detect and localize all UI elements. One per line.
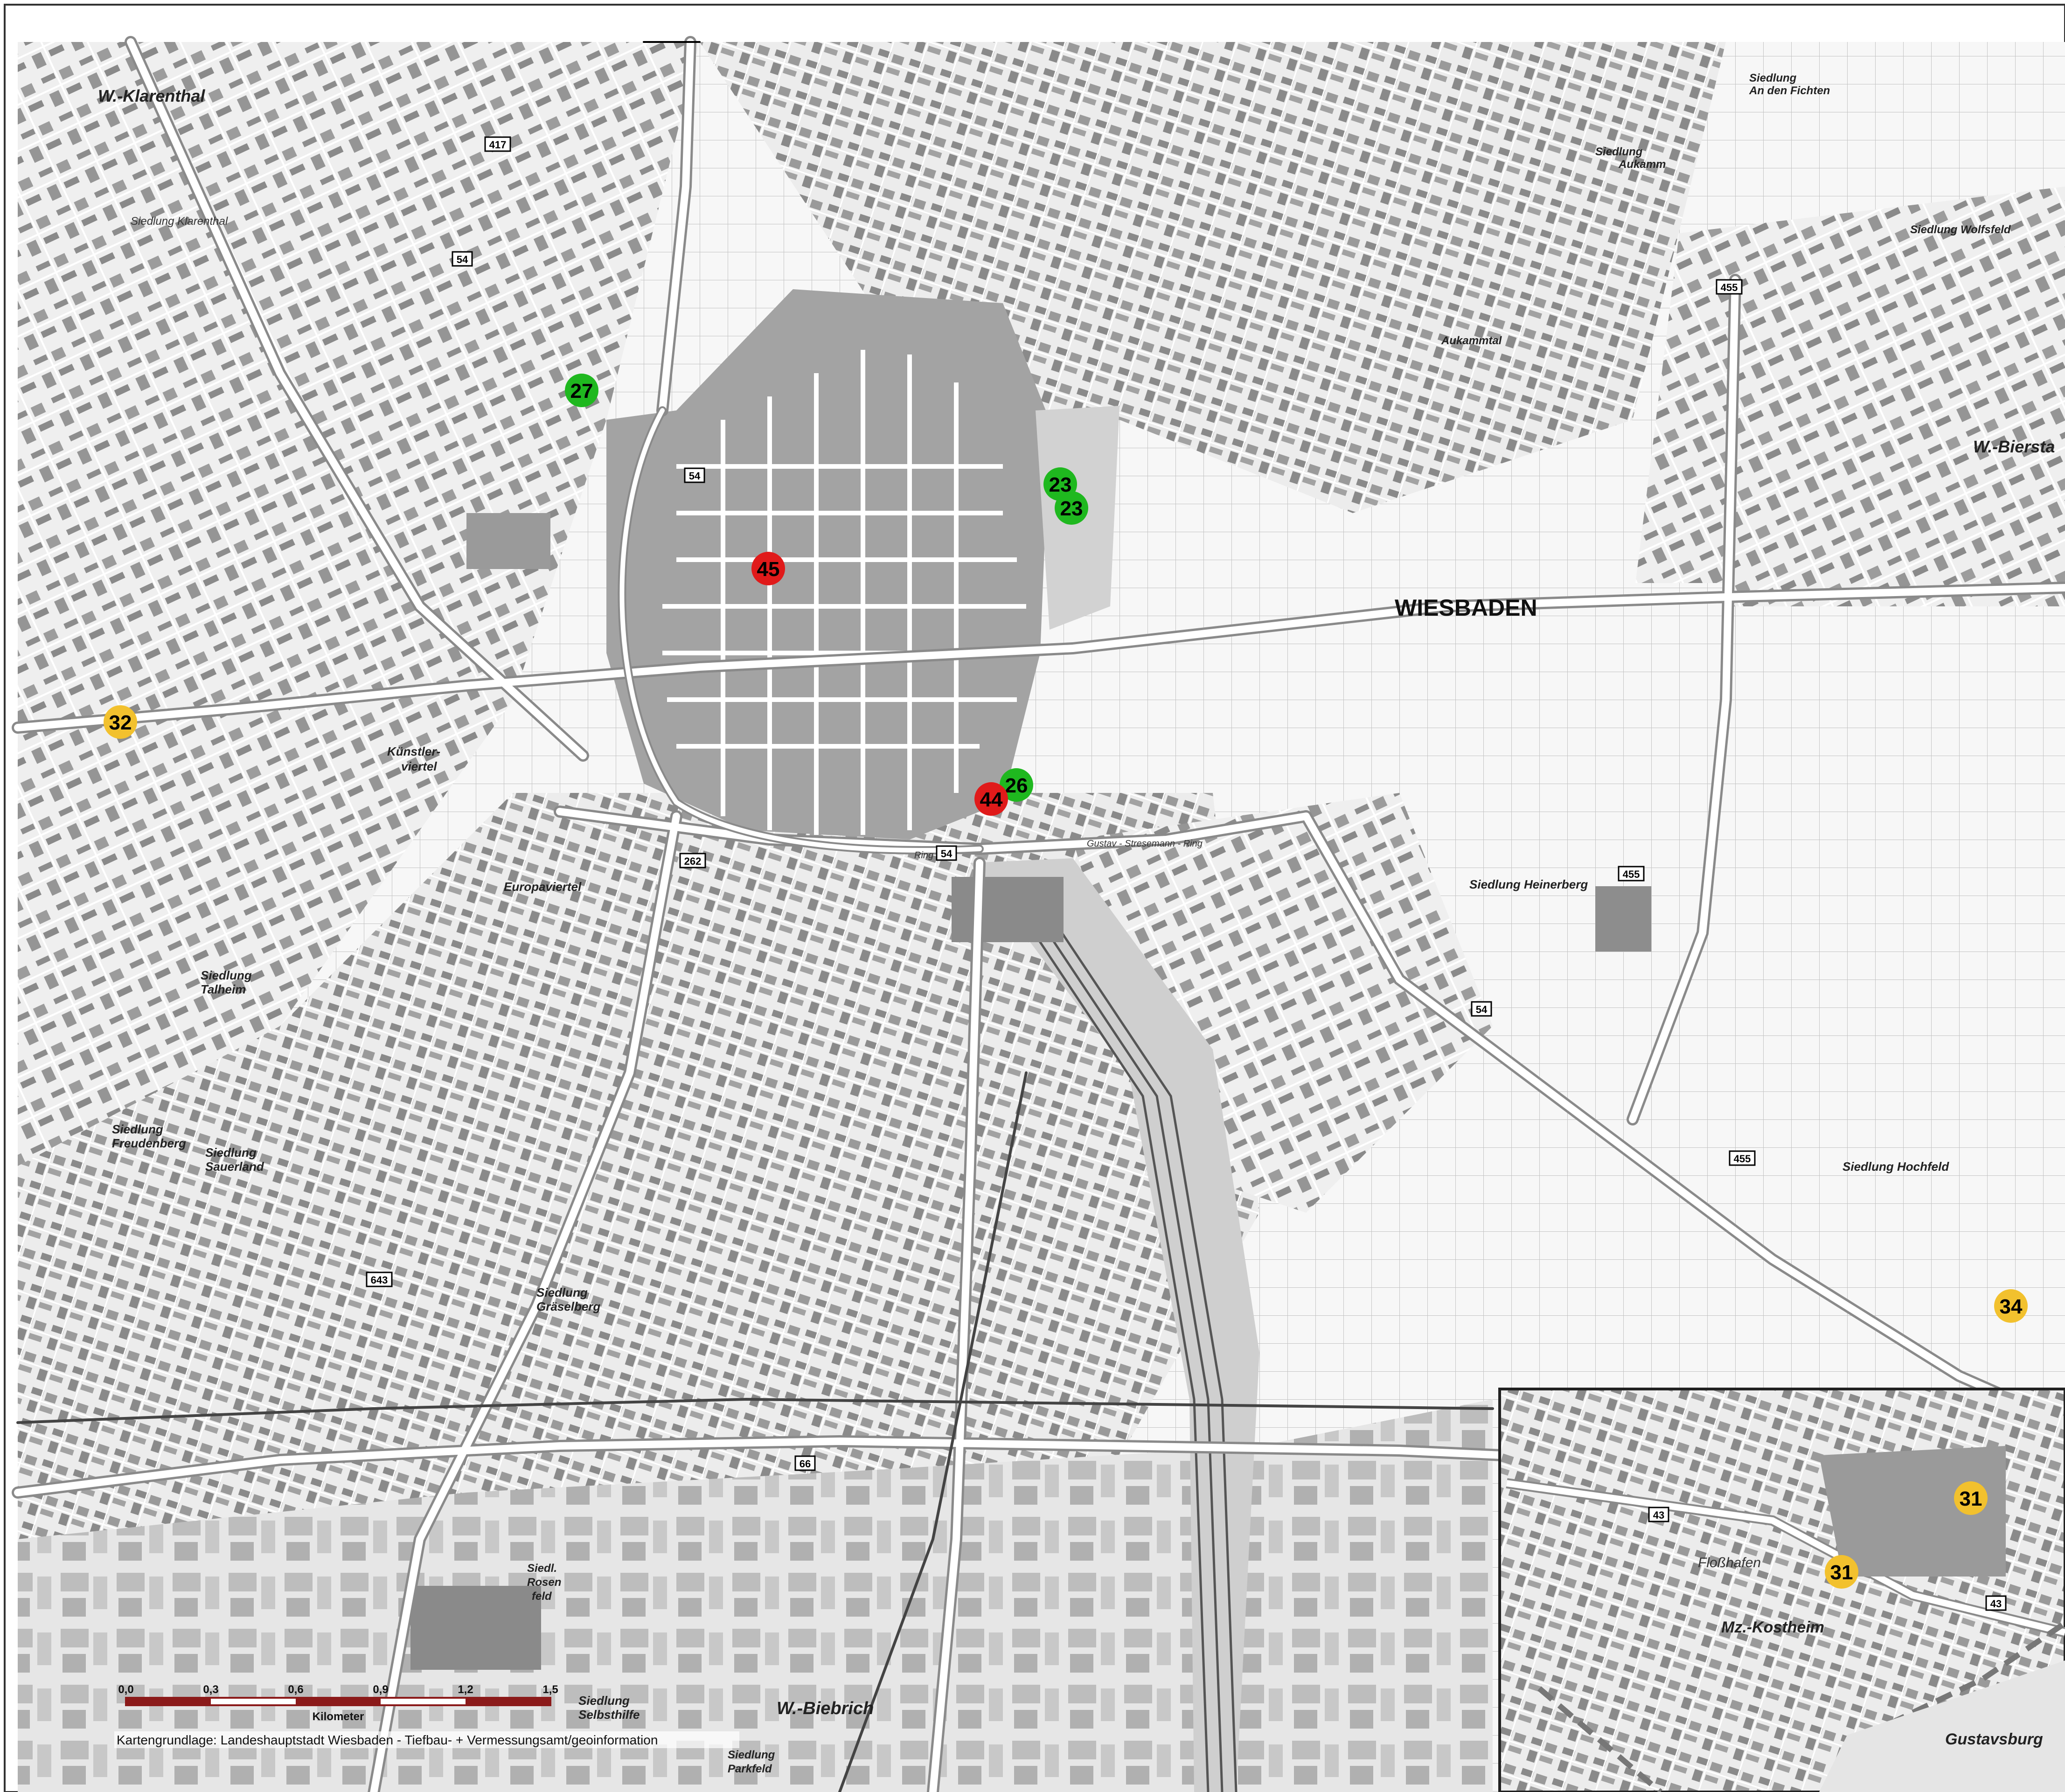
inset-map-kostheim: [1498, 1388, 2065, 1792]
road-shield-54-c: 54: [941, 848, 953, 860]
scale-bar: 0,0 0,3 0,6 0,9 1,2 1,5 Kilometer: [118, 1683, 558, 1723]
road-shield-54-b: 54: [689, 470, 701, 482]
place-label-kostheim: Mz.-Kostheim: [1721, 1618, 1824, 1636]
place-label-selbsthilfe-2: Selbsthilfe: [578, 1708, 640, 1722]
road-shield-43-b: 43: [1990, 1598, 2002, 1610]
place-label-wiesbaden: WIESBADEN: [1395, 595, 1537, 621]
base-map: [18, 42, 2065, 1792]
place-label-parkfeld-2: Parkfeld: [728, 1763, 772, 1775]
place-label-talheim-2: Talheim: [201, 982, 246, 996]
road-network: [12, 36, 2065, 1792]
svg-text:45: 45: [757, 558, 780, 581]
svg-text:31: 31: [1960, 1487, 1982, 1510]
marker-44[interactable]: 44: [974, 782, 1008, 816]
place-label-bierstadt: W.-Biersta: [1973, 437, 2055, 456]
scale-tick-3: 0,9: [373, 1683, 388, 1696]
place-label-rosenfeld-2: Rosen: [527, 1576, 561, 1589]
svg-text:23: 23: [1060, 497, 1083, 520]
place-label-graeselberg-1: Siedlung: [536, 1285, 588, 1299]
place-label-kuenstlerviertel-2: viertel: [401, 759, 437, 773]
road-shield-455-c: 455: [1734, 1153, 1751, 1165]
place-label-aukamm-1: Siedlung: [1595, 146, 1643, 158]
road-shield-417: 417: [489, 139, 507, 151]
place-label-parkfeld-1: Siedlung: [728, 1749, 775, 1761]
place-label-hochfeld: Siedlung Hochfeld: [1843, 1160, 1949, 1174]
place-label-siedlung-klarenthal: Siedlung Klarenthal: [131, 215, 228, 228]
road-shield-455-a: 455: [1721, 282, 1738, 293]
svg-text:27: 27: [570, 380, 593, 403]
place-label-fichten-2: An den Fichten: [1749, 84, 1830, 97]
map-credit: Kartengrundlage: Landeshauptstadt Wiesba…: [117, 1733, 658, 1747]
place-label-rosenfeld-1: Siedl.: [527, 1562, 557, 1575]
place-label-sauerland-2: Sauerland: [205, 1160, 264, 1174]
place-label-rosenfeld-3: feld: [532, 1590, 552, 1603]
place-label-graeselberg-2: Gräselberg: [536, 1299, 600, 1313]
place-label-wolfsfeld: Siedlung Wolfsfeld: [1910, 223, 2011, 236]
place-label-gustavsburg: Gustavsburg: [1945, 1730, 2043, 1748]
place-label-fichten-1: Siedlung: [1749, 72, 1797, 84]
place-label-aukamm-2: Aukamm: [1618, 158, 1666, 171]
scale-tick-0: 0,0: [118, 1683, 133, 1696]
svg-text:31: 31: [1830, 1561, 1853, 1584]
road-shield-54-d: 54: [1476, 1004, 1488, 1015]
place-label-kuenstlerviertel-1: Künstler-: [387, 744, 440, 758]
place-label-freudenberg-2: Freudenberg: [112, 1136, 186, 1150]
marker-26[interactable]: 26: [1000, 768, 1033, 802]
marker-34[interactable]: 34: [1994, 1289, 2028, 1323]
marker-32[interactable]: 32: [104, 705, 137, 739]
place-label-klarenthal: W.-Klarenthal: [98, 86, 205, 105]
road-shield-54-a: 54: [457, 254, 468, 265]
scale-tick-2: 0,6: [288, 1683, 303, 1696]
marker-23-b[interactable]: 23: [1055, 491, 1088, 525]
scale-tick-4: 1,2: [458, 1683, 473, 1696]
place-label-talheim-1: Siedlung: [201, 968, 252, 982]
location-markers: 27 23 23 45 26 44 32 34: [104, 374, 2028, 1589]
svg-text:32: 32: [109, 711, 132, 734]
road-shield-643: 643: [371, 1274, 388, 1286]
marker-45[interactable]: 45: [751, 552, 785, 585]
street-label-stresemann: Gustav - Stresemann - Ring: [1087, 839, 1203, 849]
svg-text:26: 26: [1005, 774, 1028, 797]
rail-yard: [970, 858, 1259, 1792]
scale-tick-1: 0,3: [203, 1683, 218, 1696]
scale-tick-5: 1,5: [542, 1683, 558, 1696]
road-shield-66: 66: [800, 1458, 811, 1470]
place-label-freudenberg-1: Siedlung: [112, 1122, 163, 1136]
svg-text:34: 34: [2000, 1295, 2023, 1318]
marker-27[interactable]: 27: [565, 374, 598, 407]
place-label-aukammtal: Aukammtal: [1441, 334, 1502, 347]
street-label-ring: Ring: [914, 850, 933, 861]
place-labels: W.-Klarenthal Siedlung Klarenthal WIESBA…: [98, 72, 2055, 1775]
place-label-flosshafen: Floßhafen: [1698, 1555, 1761, 1570]
svg-text:44: 44: [980, 788, 1003, 811]
scale-unit: Kilometer: [313, 1710, 364, 1723]
road-shield-455-b: 455: [1623, 868, 1640, 880]
marker-31-b[interactable]: 31: [1825, 1555, 1858, 1589]
road-shield-43-a: 43: [1653, 1509, 1664, 1521]
place-label-europaviertel: Europaviertel: [504, 880, 582, 894]
road-number-shields: 417 54 54 54 54 262 455 455 455 643 66 4…: [366, 136, 2007, 1611]
place-label-sauerland-1: Siedlung: [205, 1146, 257, 1160]
place-label-heinerberg: Siedlung Heinerberg: [1469, 877, 1588, 891]
marker-31-a[interactable]: 31: [1954, 1481, 1988, 1515]
road-shield-262: 262: [684, 855, 702, 867]
place-label-biebrich: W.-Biebrich: [777, 1699, 874, 1718]
place-label-selbsthilfe-1: Siedlung: [578, 1694, 630, 1708]
